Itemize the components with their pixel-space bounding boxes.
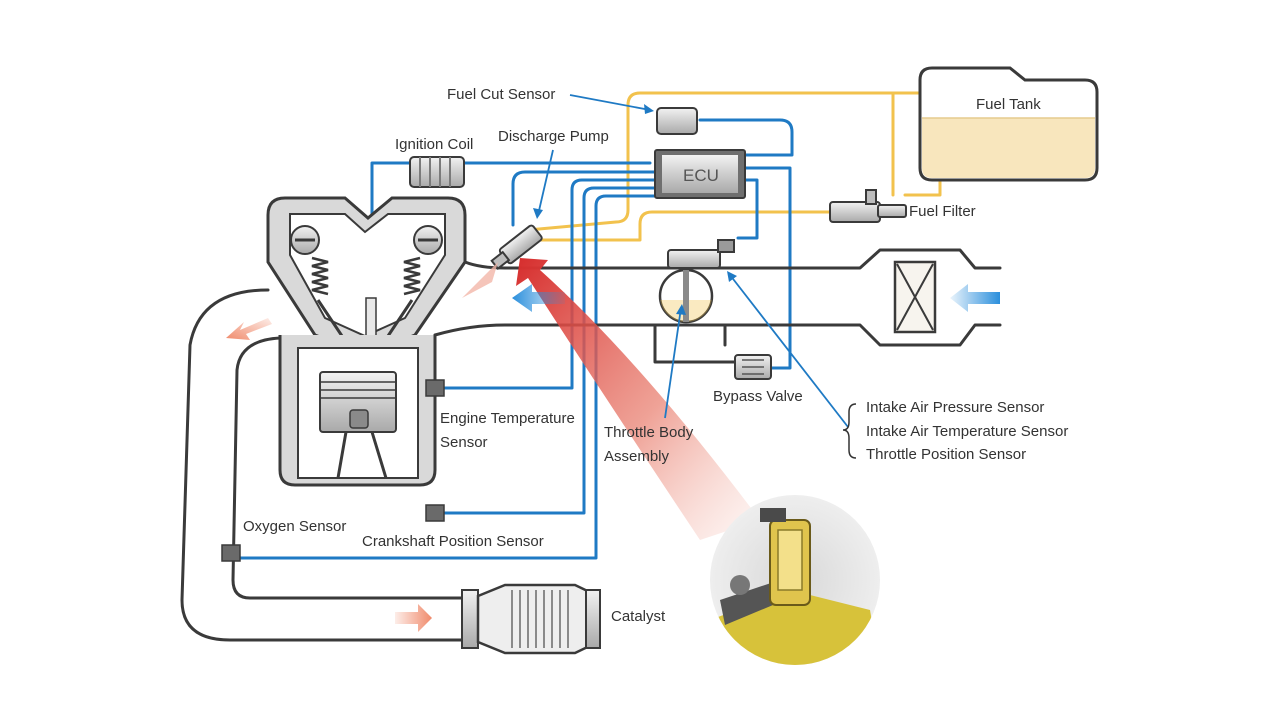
spark-plug-icon bbox=[365, 297, 377, 339]
injection-arrow bbox=[516, 258, 760, 540]
label-intake-air-temperature-sensor: Intake Air Temperature Sensor bbox=[866, 423, 1068, 440]
wire-injector bbox=[511, 170, 657, 227]
labels: Fuel Cut Sensor Fuel Tank Ignition Coil … bbox=[243, 86, 1068, 625]
oxygen-sensor-icon bbox=[221, 544, 241, 562]
label-discharge-pump: Discharge Pump bbox=[498, 128, 609, 145]
label-throttle-body-assembly-line1: Throttle Body bbox=[604, 424, 694, 441]
signal-wires bbox=[238, 118, 794, 560]
label-ecu: ECU bbox=[683, 166, 719, 185]
engine bbox=[266, 196, 507, 522]
ignition-coil-icon bbox=[409, 156, 465, 188]
label-throttle-position-sensor: Throttle Position Sensor bbox=[866, 446, 1026, 463]
label-oxygen-sensor: Oxygen Sensor bbox=[243, 518, 346, 535]
wire-engine-temp bbox=[443, 178, 657, 390]
fuel-tank bbox=[918, 66, 1099, 182]
wire-fuel-cut bbox=[698, 118, 794, 157]
label-fuel-filter: Fuel Filter bbox=[909, 203, 976, 220]
label-bypass-valve: Bypass Valve bbox=[713, 388, 803, 405]
injector-icon bbox=[462, 224, 543, 298]
exhaust-arrow-left bbox=[226, 318, 272, 340]
intake-air-arrow-right bbox=[950, 284, 1000, 312]
wire-crankshaft bbox=[443, 186, 657, 515]
label-engine-temperature-sensor-line1: Engine Temperature bbox=[440, 410, 575, 427]
fuel-level bbox=[922, 118, 1095, 178]
wire-oxygen bbox=[238, 194, 657, 560]
label-engine-temperature-sensor-line2: Sensor bbox=[440, 434, 488, 451]
label-fuel-cut-sensor: Fuel Cut Sensor bbox=[447, 86, 555, 103]
fuel-line-tank-to-filter bbox=[903, 178, 942, 197]
valve-spring-left-icon bbox=[311, 256, 329, 296]
fuel-line-filter-to-injector bbox=[538, 210, 832, 242]
throttle-top-sensor bbox=[667, 249, 721, 269]
label-intake-air-pressure-sensor: Intake Air Pressure Sensor bbox=[866, 399, 1044, 416]
fuel-line-tank-to-cut-sensor bbox=[526, 91, 922, 232]
label-crankshaft-position-sensor: Crankshaft Position Sensor bbox=[362, 533, 544, 550]
injector-photo-icon bbox=[710, 495, 880, 665]
fuel-lines bbox=[526, 91, 942, 242]
fuel-cut-sensor-icon bbox=[656, 107, 698, 135]
fuel-filter-icon bbox=[829, 189, 907, 223]
exhaust-arrow-bottom bbox=[395, 604, 432, 632]
label-ignition-coil: Ignition Coil bbox=[395, 136, 473, 153]
engine-temp-sensor-icon bbox=[425, 379, 445, 397]
leader-lines bbox=[533, 94, 857, 459]
label-fuel-tank: Fuel Tank bbox=[976, 96, 1041, 113]
piston-icon bbox=[319, 371, 397, 433]
catalyst-icon bbox=[461, 583, 601, 655]
crankshaft-sensor-icon bbox=[425, 504, 445, 522]
label-catalyst: Catalyst bbox=[611, 608, 666, 625]
label-throttle-body-assembly-line2: Assembly bbox=[604, 448, 670, 465]
intake-air-arrow-left bbox=[512, 284, 565, 312]
intake-duct bbox=[503, 239, 1002, 380]
ecu-box-icon bbox=[654, 149, 746, 199]
exhaust-pipe bbox=[180, 288, 601, 655]
flow-arrows bbox=[226, 258, 1000, 632]
wire-throttle-sensors bbox=[736, 178, 759, 240]
valve-spring-right-icon bbox=[403, 256, 421, 296]
